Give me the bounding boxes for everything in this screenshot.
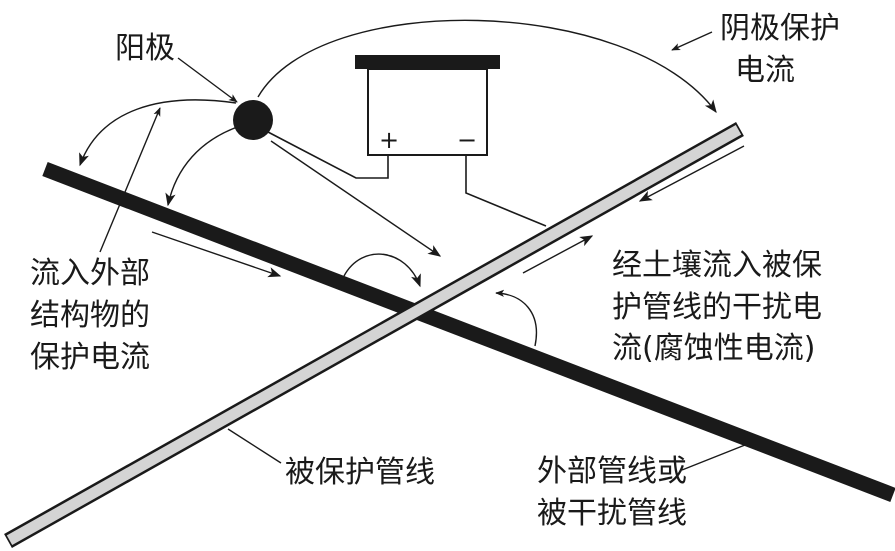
anode-leader [177,57,238,103]
anode-cable [267,131,389,179]
protected-pipe-current-arrow-upper [638,145,745,202]
cathodic-current-leader [671,31,713,51]
interference-label-line3: 流(腐蚀性电流) [612,331,815,366]
soil-current-arrow [270,140,442,257]
stray-in-label-line3: 保护电流 [30,340,150,375]
interference-current-leader [495,289,538,347]
foreign-pipe-leader [681,444,746,471]
stray-in-label-line2: 结构物的 [30,298,150,333]
foreign-pipe-label-line2: 被干扰管线 [537,496,687,531]
rectifier: + − [355,55,500,156]
stray-current-arc-down [165,125,241,207]
stray-in-label-line1: 流入外部 [30,256,150,291]
stray-current-arc-left [79,99,237,167]
protected-pipe-label: 被保护管线 [285,455,435,490]
foreign-pipeline [42,161,895,503]
interference-label-line2: 护管线的干扰电 [612,290,822,325]
rectifier-minus-terminal: − [457,126,477,154]
anode [233,100,273,140]
interference-label-line1: 经土壤流入被保 [612,248,822,283]
anode-label: 阳极 [115,31,175,66]
cathodic-current-label-line1: 阴极保护 [720,11,840,46]
protected-pipe-leader [227,428,282,464]
cathodic-current-arc [257,19,717,114]
rectifier-body [367,68,488,156]
stray-in-leader [99,107,161,253]
protected-pipe-current-arrow-lower [522,235,594,274]
foreign-pipe-current-arrow [151,231,282,278]
crossing-discharge-arc [343,253,421,288]
foreign-pipe-label-line1: 外部管线或 [537,454,687,489]
protected-pipeline [4,122,744,548]
rectifier-top-bar [355,55,500,69]
drain-cable [465,155,547,227]
rectifier-plus-terminal: + [379,126,399,154]
cathodic-current-label-line2: 电流 [735,53,795,88]
